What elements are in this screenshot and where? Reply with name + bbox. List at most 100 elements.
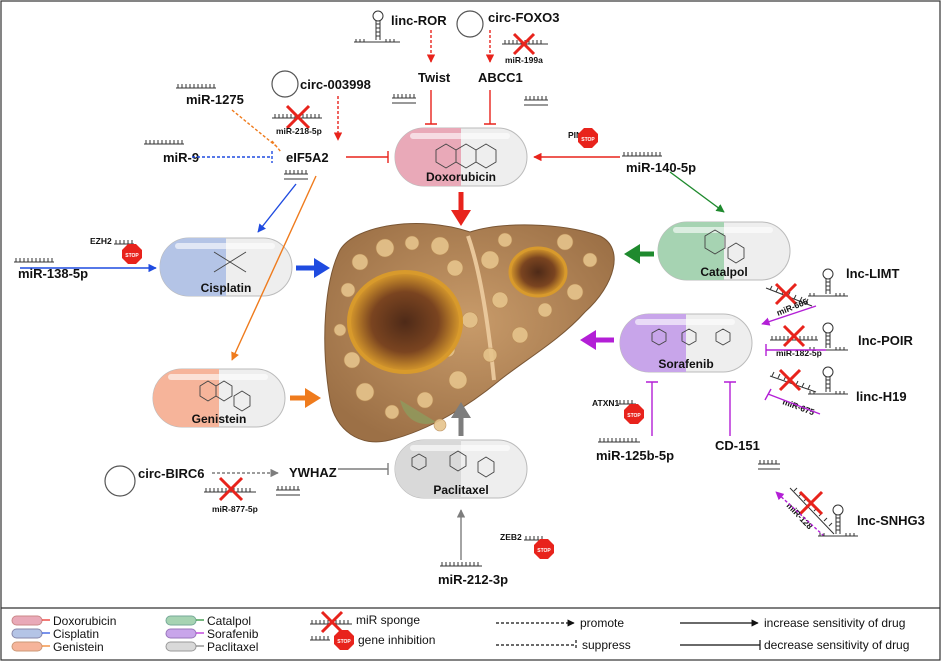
sorafenib-structure-icon xyxy=(651,328,731,346)
arrow-mir-665-to-sorafenib xyxy=(761,305,817,326)
zeb2-mirna-icon xyxy=(524,536,544,541)
pin1-stop-sign-text: STOP xyxy=(581,137,595,143)
atxn1-stop-sign-text: STOP xyxy=(627,413,641,419)
ezh2-stop-sign-text: STOP xyxy=(125,253,139,259)
mir-212-3p-mirna-icon xyxy=(440,562,482,567)
legend-gene-inhibition: STOP gene inhibition xyxy=(310,630,435,650)
node-mir-138-5p: miR-138-5p xyxy=(18,266,88,281)
linc-ror-hairpin-icon xyxy=(354,10,400,43)
legend-label-gene-inhibition: gene inhibition xyxy=(358,633,435,647)
drug-label-sorafenib: Sorafenib xyxy=(658,357,713,371)
legend-label-cisplatin: Cisplatin xyxy=(53,627,99,641)
ywhaz-mirna-icon xyxy=(276,486,300,496)
node-ezh2: EZH2 xyxy=(90,236,112,246)
zeb2-stop-sign-icon[interactable]: STOP xyxy=(534,539,554,559)
node-mir-218-5p: miR-218-5p xyxy=(276,126,322,136)
circ-foxo3-circle-icon xyxy=(456,10,484,38)
lnc-snhg3-hairpin-icon xyxy=(818,504,858,537)
drug-label-catalpol: Catalpol xyxy=(700,265,747,279)
legend-drug-genistein: Genistein xyxy=(11,640,104,654)
tumor-large xyxy=(347,270,463,374)
node-mir-140-5p: miR-140-5p xyxy=(626,160,696,175)
legend: Doxorubicin Cisplatin Genistein Catalpol… xyxy=(11,610,909,654)
capsule-paclitaxel[interactable]: Paclitaxel xyxy=(394,439,528,499)
mir-182-5p-sponge-icon xyxy=(770,324,818,348)
paclitaxel-structure-icon xyxy=(411,450,495,478)
mir-675-sponge-icon xyxy=(769,368,817,393)
mir-665-sponge-icon xyxy=(765,282,813,307)
ezh2-stop-sign-icon[interactable]: STOP xyxy=(122,244,142,264)
node-atxn1: ATXN1 xyxy=(592,398,620,408)
node-zeb2: ZEB2 xyxy=(500,532,522,542)
legend-label-paclitaxel: Paclitaxel xyxy=(207,640,258,654)
inhibit-mir-125b-5p-sorafenib xyxy=(646,381,658,436)
legend-mir-sponge: miR sponge xyxy=(310,610,420,634)
inhibit-eif5a2-doxorubicin xyxy=(346,151,389,163)
legend-label-genistein: Genistein xyxy=(53,640,104,654)
legend-promote: promote xyxy=(496,616,624,630)
mir-218-5p-sponge-icon xyxy=(272,104,322,130)
legend-decrease: decrease sensitivity of drug xyxy=(680,638,909,652)
eif5a2-mirna-icon xyxy=(284,170,308,180)
node-lnc-poir: lnc-POIR xyxy=(858,333,914,348)
arrow-mir-128-to-cd-151 xyxy=(775,491,825,537)
mir-125b-5p-mirna-icon xyxy=(598,438,640,443)
twist-mirna-icon xyxy=(392,94,416,104)
node-lnc-snhg3: lnc-SNHG3 xyxy=(857,513,925,528)
legend-drug-sorafenib: Sorafenib xyxy=(165,627,259,641)
circ-birc6-circle-icon xyxy=(104,465,136,497)
arrow-eif5a2-to-genistein xyxy=(231,175,317,361)
pin1-stop-sign-icon[interactable]: STOP xyxy=(578,128,598,148)
cisplatin-structure-icon xyxy=(213,251,247,273)
drug-label-genistein: Genistein xyxy=(192,412,247,426)
circ-003998-circle-icon xyxy=(271,70,299,98)
capsule-cisplatin[interactable]: Cisplatin xyxy=(159,237,293,297)
node-lnc-limt: lnc-LIMT xyxy=(846,266,899,281)
genistein-structure-icon xyxy=(199,380,251,412)
lnc-poir-hairpin-icon xyxy=(808,322,848,351)
suppress-mir-1275-eif5a2 xyxy=(231,109,282,153)
mir-877-5p-sponge-icon xyxy=(204,476,256,502)
mir-1275-mirna-icon xyxy=(176,84,216,89)
drug-to-liver-arrows xyxy=(290,192,654,436)
node-mir-182-5p: miR-182-5p xyxy=(776,348,822,358)
legend-sponge-x-icon xyxy=(320,610,344,634)
atxn1-stop-sign-icon[interactable]: STOP xyxy=(624,404,644,424)
node-linc-h19: linc-H19 xyxy=(856,389,907,404)
legend-drug-cisplatin: Cisplatin xyxy=(11,627,99,641)
abcc1-mirna-icon xyxy=(524,96,548,106)
legend-label-doxorubicin: Doxorubicin xyxy=(53,614,116,628)
capsule-sorafenib[interactable]: Sorafenib xyxy=(619,313,753,373)
legend-label-suppress: suppress xyxy=(582,638,631,652)
capsule-catalpol[interactable]: Catalpol xyxy=(657,221,791,281)
mir-138-5p-mirna-icon xyxy=(14,258,54,263)
node-linc-ror: linc-ROR xyxy=(391,13,447,28)
doxorubicin-structure-icon xyxy=(435,143,497,169)
node-abcc1: ABCC1 xyxy=(478,70,523,85)
inhibit-mir-675-sorafenib xyxy=(764,388,821,415)
node-mir-125b-5p: miR-125b-5p xyxy=(596,448,674,463)
linc-h19-hairpin-icon xyxy=(808,366,848,395)
drug-label-doxorubicin: Doxorubicin xyxy=(426,170,496,184)
mir-140-5p-mirna-icon xyxy=(622,152,662,157)
legend-label-decrease: decrease sensitivity of drug xyxy=(764,638,909,652)
node-twist: Twist xyxy=(418,70,451,85)
mir-9-mirna-icon xyxy=(144,140,184,145)
arrow-mir-140-5p-to-catalpol xyxy=(669,171,725,213)
lnc-limt-hairpin-icon xyxy=(808,268,848,297)
node-mir-877-5p: miR-877-5p xyxy=(212,504,258,514)
legend-label-sorafenib: Sorafenib xyxy=(207,627,259,641)
inhibit-cd-151-sorafenib xyxy=(724,381,736,436)
inhibit-twist-doxorubicin xyxy=(425,90,437,125)
legend-drug-doxorubicin: Doxorubicin xyxy=(11,614,116,628)
legend-stop-sign-text: STOP xyxy=(337,639,351,645)
node-ywhaz: YWHAZ xyxy=(289,465,337,480)
capsule-doxorubicin[interactable]: Doxorubicin xyxy=(394,127,528,187)
capsule-genistein[interactable]: Genistein xyxy=(152,368,286,428)
node-mir-675: miR-675 xyxy=(781,396,816,417)
atxn1-mirna-icon xyxy=(618,400,636,405)
legend-stop-sign-icon xyxy=(334,630,354,650)
cd-151-mirna-icon xyxy=(758,460,780,470)
mir-128-sponge-icon xyxy=(789,487,835,535)
